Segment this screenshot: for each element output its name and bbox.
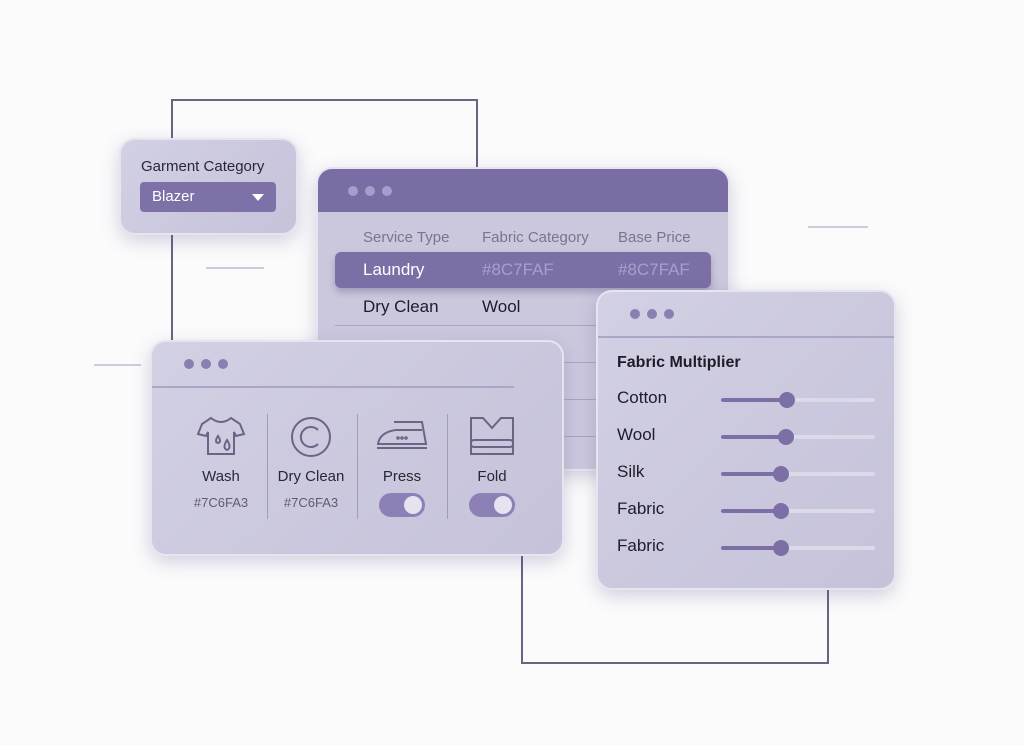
connector-line <box>171 99 478 101</box>
window-titlebar <box>598 292 894 338</box>
multiplier-row: Fabric <box>617 495 877 525</box>
slider-fill <box>721 509 782 513</box>
cell: Dry Clean <box>363 297 439 316</box>
fabric-label: Silk <box>617 462 645 481</box>
slider-thumb[interactable] <box>773 503 790 519</box>
service-value: #7C6FA3 <box>283 495 339 510</box>
folded-garment-icon <box>447 414 537 460</box>
connector-line <box>476 99 478 169</box>
slider-thumb[interactable] <box>773 466 790 482</box>
window-dots-icon <box>184 359 228 369</box>
connector-line <box>521 662 829 664</box>
slider-fill <box>721 435 786 439</box>
divider <box>267 414 268 519</box>
cell: #8C7FAF <box>618 260 690 279</box>
column-header: Base Price <box>618 228 691 246</box>
slider-fill <box>721 398 788 402</box>
divider <box>357 414 358 519</box>
window-titlebar <box>318 169 728 212</box>
iron-icon <box>357 414 447 460</box>
multiplier-row: Fabric <box>617 532 877 562</box>
fold-toggle[interactable] <box>469 493 515 517</box>
connector-line <box>521 552 523 664</box>
divider <box>447 414 448 519</box>
caret-down-icon <box>252 194 264 201</box>
column-header: Service Type <box>363 228 450 246</box>
service-dry-clean[interactable]: Dry Clean #7C6FA3 <box>266 414 356 510</box>
slider-thumb[interactable] <box>779 392 796 408</box>
multiplier-slider[interactable] <box>721 540 875 556</box>
connector-line <box>827 586 829 664</box>
window-titlebar <box>152 342 514 388</box>
garment-category-select[interactable]: Blazer <box>140 182 276 212</box>
service-wash[interactable]: Wash #7C6FA3 <box>176 414 266 510</box>
slider-fill <box>721 546 782 550</box>
slider-thumb[interactable] <box>777 429 794 445</box>
cell: Wool <box>482 297 521 316</box>
press-toggle[interactable] <box>379 493 425 517</box>
divider <box>206 267 264 269</box>
slider-thumb[interactable] <box>773 540 790 556</box>
multiplier-row: Wool <box>617 421 877 451</box>
garment-category-label: Garment Category <box>141 158 265 175</box>
divider <box>808 226 868 228</box>
column-header: Fabric Category <box>482 228 589 246</box>
service-press[interactable]: Press <box>357 414 447 517</box>
service-fold[interactable]: Fold <box>447 414 537 517</box>
multiplier-slider[interactable] <box>721 503 875 519</box>
panel-title: Fabric Multiplier <box>617 354 741 371</box>
service-label: Fold <box>477 468 507 485</box>
multiplier-slider[interactable] <box>721 466 875 482</box>
service-label: Wash <box>202 468 240 485</box>
multiplier-slider[interactable] <box>721 392 875 408</box>
multiplier-row: Cotton <box>617 384 877 414</box>
selected-value: Blazer <box>152 188 195 205</box>
cell: #8C7FAF <box>482 260 554 279</box>
fabric-label: Wool <box>617 425 656 444</box>
service-label: Dry Clean <box>277 468 345 485</box>
fabric-label: Cotton <box>617 388 668 407</box>
service-label: Press <box>382 468 422 485</box>
cell: Laundry <box>363 260 425 279</box>
slider-fill <box>721 472 782 476</box>
table-header: Service Type Fabric Category Base Price <box>335 219 711 255</box>
shirt-wash-icon <box>176 414 266 460</box>
dry-clean-icon <box>266 414 356 460</box>
table-row[interactable]: Laundry #8C7FAF #8C7FAF <box>335 252 711 288</box>
multiplier-slider[interactable] <box>721 429 875 445</box>
window-dots-icon <box>630 309 674 319</box>
fabric-label: Fabric <box>617 499 665 518</box>
table-row[interactable]: Dry Clean Wool <box>335 289 711 326</box>
garment-category-panel: Garment Category Blazer <box>119 138 298 235</box>
fabric-label: Fabric <box>617 536 665 555</box>
services-window: Wash #7C6FA3 Dry Clean #7C6FA3 Press Fol… <box>150 340 564 556</box>
divider <box>94 364 141 366</box>
multiplier-row: Silk <box>617 458 877 488</box>
window-dots-icon <box>348 185 392 196</box>
service-value: #7C6FA3 <box>193 495 249 510</box>
